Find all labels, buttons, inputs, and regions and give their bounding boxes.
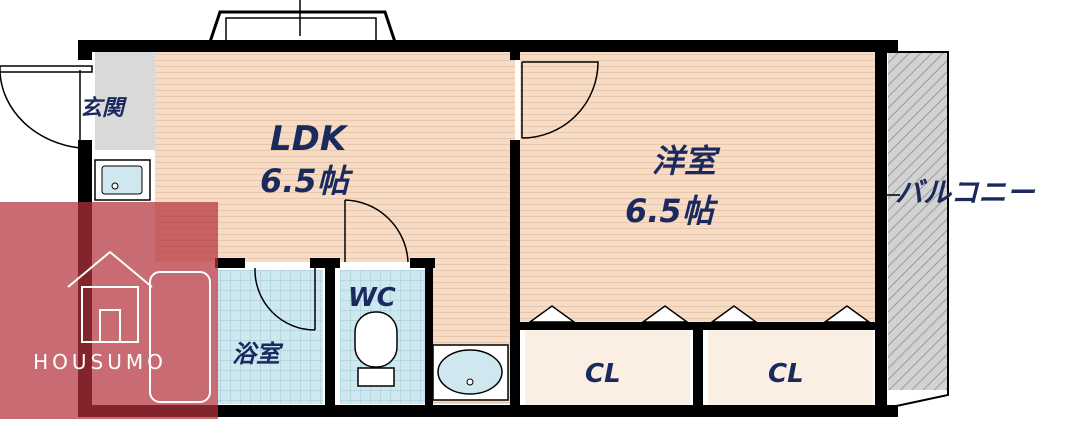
housumo-watermark (0, 202, 218, 419)
balcony (875, 51, 949, 409)
closet-doors (527, 305, 872, 326)
closet-label-1: CL (585, 359, 621, 389)
yoshitsu-door (521, 61, 599, 139)
kitchen-sink (94, 159, 151, 201)
yoshitsu-name: 洋室 (652, 142, 721, 180)
yoshitsu-size: 6.5帖 (625, 192, 719, 230)
toilet (354, 311, 398, 387)
house-logo-icon (67, 250, 211, 403)
bath-door (254, 267, 316, 331)
entry-door (0, 65, 93, 149)
wc-label: WC (348, 283, 396, 313)
genkan-label: 玄関 (80, 95, 128, 121)
bath-floor (218, 270, 323, 404)
balcony-floor (888, 52, 948, 390)
watermark-brand: HOUSUMO (33, 350, 167, 374)
closet-floor-1 (525, 330, 690, 405)
yoshitsu-floor (520, 52, 875, 322)
closet-label-2: CL (768, 359, 804, 389)
balcony-label: バルコニー (895, 176, 1035, 209)
genkan-floor (95, 52, 155, 150)
wc-door (344, 199, 409, 263)
closet-floor-2 (708, 330, 873, 405)
bay-window (207, 0, 398, 44)
ldk-name: LDK (270, 119, 349, 159)
bath-label: 浴室 (232, 340, 284, 368)
ldk-size: 6.5帖 (260, 162, 354, 200)
wash-basin (432, 344, 509, 401)
